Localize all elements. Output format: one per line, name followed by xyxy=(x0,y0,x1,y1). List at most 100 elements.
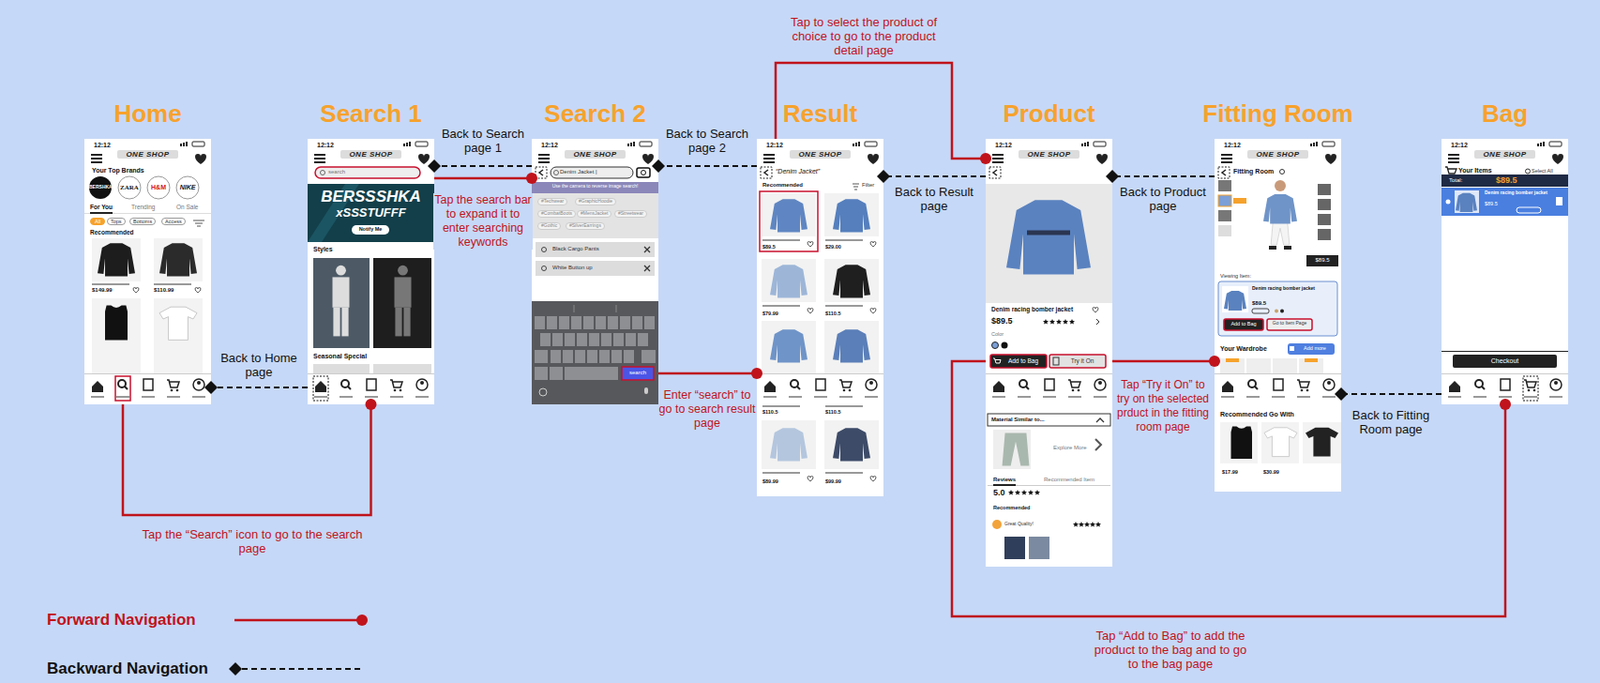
illustration-shape xyxy=(760,166,772,179)
screen-text: 12:12 xyxy=(316,141,334,150)
illustration-shape xyxy=(1002,433,1030,467)
illustration-shape xyxy=(313,257,370,348)
illustration-shape xyxy=(193,220,205,227)
connector-line xyxy=(1112,175,1215,178)
illustration-shape xyxy=(1302,422,1342,464)
illustration-shape xyxy=(153,283,192,286)
screen-text: Great Quality! xyxy=(1004,521,1034,528)
screen-text: Color xyxy=(991,331,1004,337)
illustration-shape xyxy=(761,320,816,374)
illustration-shape xyxy=(985,138,1113,567)
illustration-shape xyxy=(534,316,657,330)
screen-text: $149.99 xyxy=(91,286,113,294)
illustration-shape xyxy=(228,662,242,676)
illustration-shape xyxy=(159,306,197,340)
illustration-shape xyxy=(1317,213,1331,226)
screen-text: $110.5 xyxy=(825,408,842,415)
arrow-dot xyxy=(526,172,538,184)
illustration-shape xyxy=(1225,358,1239,363)
illustration-shape xyxy=(993,429,1031,469)
screen-text: Your Wardrobe xyxy=(1220,345,1268,353)
illustration-shape xyxy=(159,242,197,276)
screen-text: “Denim Jacket” xyxy=(775,167,820,176)
illustration-shape xyxy=(987,413,1111,426)
illustration-shape xyxy=(1096,418,1104,423)
screen-text: Trending xyxy=(131,203,155,211)
screen-text: Recommended Item xyxy=(1043,476,1095,484)
screen-text: NIKE xyxy=(176,183,199,192)
illustration-shape xyxy=(176,176,199,199)
illustration-shape xyxy=(394,265,412,337)
illustration-shape xyxy=(1078,521,1085,528)
screen-text: $110.5 xyxy=(825,310,842,317)
illustration-shape xyxy=(759,191,818,252)
screen-text: $29.00 xyxy=(825,243,842,250)
illustration-shape xyxy=(993,483,1016,486)
screen-text: $30.99 xyxy=(1263,468,1280,475)
screen-text: Try it On xyxy=(1060,357,1104,364)
backward-connector xyxy=(1334,387,1442,401)
screen-text: H&M xyxy=(147,183,170,192)
illustration-shape xyxy=(1441,174,1569,187)
illustration-shape xyxy=(852,183,860,190)
screen-text: For You xyxy=(90,203,113,211)
illustration-shape xyxy=(824,258,879,302)
screen-text: $89.99 xyxy=(762,478,779,484)
illustration-shape xyxy=(84,373,212,405)
illustration-shape xyxy=(91,298,141,374)
illustration-shape xyxy=(1317,228,1331,241)
screen-text: Your Items xyxy=(1458,166,1493,175)
screen-text: Tops xyxy=(106,217,126,226)
home-screen xyxy=(84,138,212,405)
illustration-shape xyxy=(97,242,136,276)
connector-line xyxy=(1341,392,1442,395)
illustration-shape xyxy=(531,138,659,405)
illustration-shape xyxy=(573,304,617,313)
screen-text: $89.5 xyxy=(1252,300,1267,307)
forward-connector xyxy=(775,62,992,165)
illustration-shape xyxy=(1263,194,1298,225)
illustration-shape xyxy=(91,238,141,282)
illustration-shape xyxy=(1280,309,1284,314)
illustration-shape xyxy=(1268,245,1277,250)
illustration-shape xyxy=(1280,169,1285,175)
screen-text: $79.99 xyxy=(762,310,779,317)
illustration-shape xyxy=(1026,230,1071,236)
illustration-shape xyxy=(542,247,547,253)
illustration-shape xyxy=(554,170,559,176)
illustration-shape xyxy=(985,373,1113,405)
illustration-shape xyxy=(832,329,871,363)
illustration-shape xyxy=(1049,318,1056,325)
screen-text: Recommended xyxy=(90,228,135,236)
bag-screen xyxy=(1441,138,1569,405)
illustration-shape xyxy=(870,308,876,315)
screen-text: search xyxy=(621,369,654,377)
edge-label: Back to Result page xyxy=(887,184,982,213)
illustration-shape xyxy=(538,141,654,165)
screen-frame: Product xyxy=(985,138,1113,567)
illustration-shape xyxy=(1218,166,1230,179)
illustration-shape xyxy=(534,366,548,380)
illustration-shape xyxy=(1452,354,1557,368)
illustration-shape xyxy=(807,241,814,248)
edge-label: Back to Fitting Room page xyxy=(1343,407,1438,437)
edge-label: Back to Home page xyxy=(213,350,304,379)
screen-text: On Sale xyxy=(176,203,199,211)
screen-text: Your Top Brands xyxy=(91,166,145,175)
illustration-shape xyxy=(1287,343,1335,355)
illustration-shape xyxy=(118,176,141,199)
screen-frame: Home xyxy=(84,138,212,405)
screen-text: $89.5 xyxy=(1308,256,1337,264)
edge-label: Back to Product page xyxy=(1116,184,1210,213)
illustration-shape xyxy=(1305,427,1339,457)
illustration-shape xyxy=(531,301,659,405)
illustration-shape xyxy=(1069,318,1075,325)
illustration-shape xyxy=(1214,138,1342,492)
screen-text: Add to Bag xyxy=(1001,357,1045,364)
forward-connector xyxy=(122,398,378,515)
illustration-shape xyxy=(133,287,139,294)
edge-label: Tap to select the product of choice to g… xyxy=(782,15,947,58)
forward-connector xyxy=(434,172,538,184)
screen-text: Recommended xyxy=(993,504,1030,511)
